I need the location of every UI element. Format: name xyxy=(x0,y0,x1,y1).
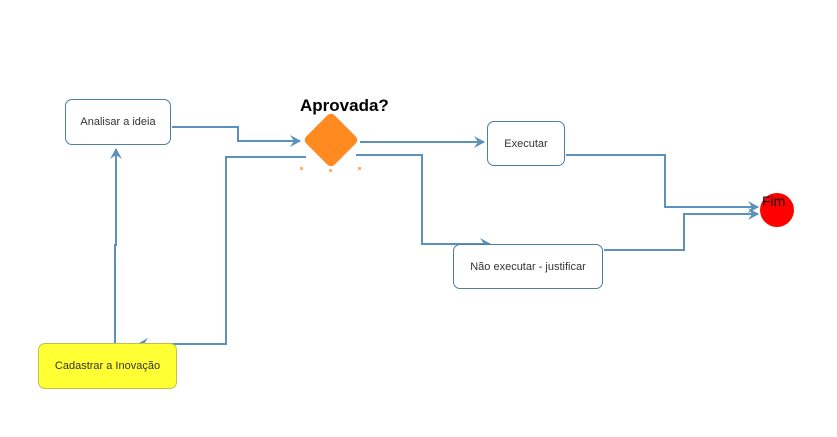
task-analisar-ideia[interactable]: Analisar a ideia xyxy=(65,99,171,145)
edge-analisar-to-decision xyxy=(172,126,301,147)
end-node[interactable] xyxy=(760,193,794,227)
end-node-label: Fim xyxy=(762,193,786,209)
edge-nao-executar-to-fim xyxy=(604,208,759,251)
task-label: Executar xyxy=(504,137,548,150)
task-label: Analisar a ideia xyxy=(80,116,156,128)
task-label: Não executar - justificar xyxy=(470,260,586,273)
edge-cadastrar-to-analisar xyxy=(110,148,122,343)
decision-label: Aprovada? xyxy=(300,96,389,115)
start-task-cadastrar[interactable]: Cadastrar a Inovação xyxy=(38,343,177,389)
task-executar[interactable]: Executar xyxy=(487,121,565,166)
task-label: Cadastrar a Inovação xyxy=(54,360,161,372)
decision-diamond[interactable] xyxy=(303,112,360,169)
task-nao-executar[interactable]: Não executar - justificar xyxy=(453,244,603,289)
edge-executar-to-fim xyxy=(566,154,759,213)
decision-selection-handles xyxy=(300,167,361,172)
edge-decision-to-cadastrar xyxy=(137,156,306,350)
edge-decision-to-nao-executar xyxy=(356,154,491,250)
